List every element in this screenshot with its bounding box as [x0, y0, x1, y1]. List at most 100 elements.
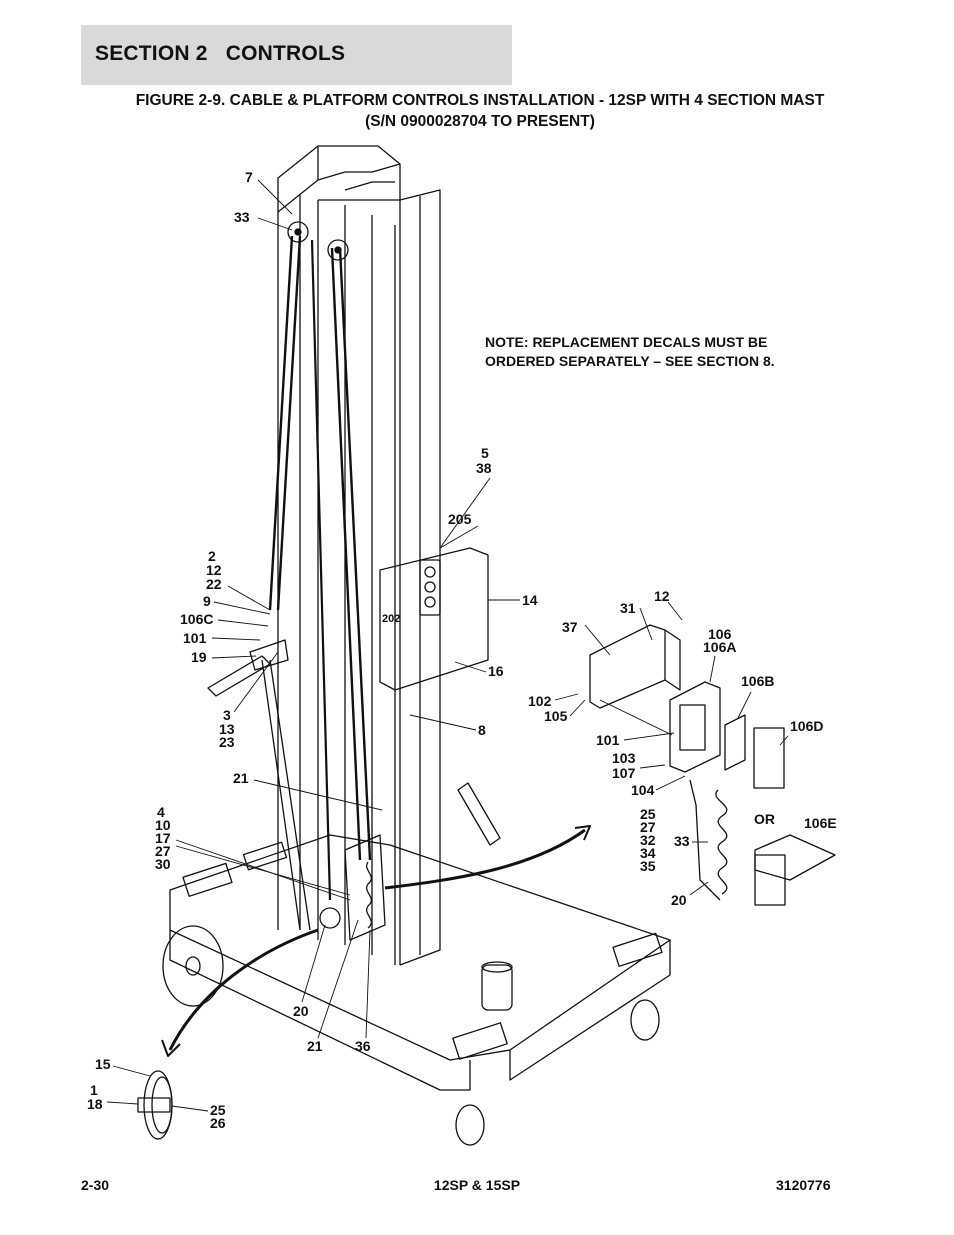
callout-12-detail: 12 — [654, 588, 670, 604]
callout-30: 30 — [155, 856, 171, 872]
outrigger-arm — [457, 782, 501, 846]
handle-bracket — [249, 639, 289, 671]
callout-102: 102 — [528, 693, 552, 709]
coil-cord-detail — [715, 789, 728, 895]
callout-20-detail: 20 — [671, 892, 687, 908]
control-button-1 — [424, 566, 436, 578]
plate-flange — [664, 629, 681, 691]
callout-35: 35 — [640, 858, 656, 874]
cable-right-b — [338, 247, 372, 861]
callout-33: 33 — [234, 209, 250, 225]
callout-34: 34 — [640, 845, 656, 861]
base-pad-left — [182, 862, 233, 897]
section-title: SECTION 2 CONTROLS — [95, 42, 346, 65]
figure-title-line2: (S/N 0900028704 TO PRESENT) — [365, 113, 595, 130]
callout-16: 16 — [488, 663, 504, 679]
base-pad-right — [612, 932, 663, 967]
pump-top — [481, 961, 513, 973]
callout-1: 1 — [90, 1082, 98, 1098]
callout-labels: 7 33 5 38 205 2 12 22 9 106C 101 19 3 13… — [87, 169, 837, 1131]
caster-front — [455, 1104, 485, 1146]
callout-103: 103 — [612, 750, 636, 766]
callout-107: 107 — [612, 765, 636, 781]
callout-20: 20 — [293, 1003, 309, 1019]
junction-box — [669, 681, 721, 773]
callout-8: 8 — [478, 722, 486, 738]
note-line2: ORDERED SEPARATELY – SEE SECTION 8. — [485, 353, 775, 369]
callout-27-detail: 27 — [640, 819, 656, 835]
base-pad-rear — [242, 841, 288, 871]
callout-21-lower: 21 — [307, 1038, 323, 1054]
footer-model: 12SP & 15SP — [433, 1177, 521, 1193]
callout-32: 32 — [640, 832, 656, 848]
cable-right-c — [310, 239, 332, 901]
callout-13: 13 — [219, 721, 235, 737]
decal-106e-base — [754, 854, 786, 906]
footer-page-number: 2-30 — [81, 1177, 110, 1193]
controls-box — [379, 547, 489, 691]
callout-36: 36 — [355, 1038, 371, 1054]
callout-12: 12 — [206, 562, 222, 578]
base-frame-front — [169, 930, 471, 1091]
mast-top-step-1 — [317, 163, 401, 181]
callout-19: 19 — [191, 649, 207, 665]
sheave-top-right — [327, 239, 349, 261]
cable-right-a — [330, 247, 362, 861]
callout-14: 14 — [522, 592, 538, 608]
sheave-top-left-hub — [294, 228, 302, 236]
leader-lines — [106, 179, 789, 1112]
arrow-to-sheave-detail — [168, 928, 319, 1051]
arrow-to-controls-detail — [384, 828, 586, 890]
callout-106b: 106B — [741, 673, 774, 689]
mast-top-cap — [318, 145, 401, 201]
detail-sheave-inner — [151, 1076, 173, 1134]
decal-106e — [754, 834, 836, 881]
arrow-head-right — [574, 825, 591, 841]
callout-15: 15 — [95, 1056, 111, 1072]
callout-105: 105 — [544, 708, 568, 724]
callout-104: 104 — [631, 782, 655, 798]
footer-doc-number: 3120776 — [776, 1177, 831, 1193]
callout-205: 205 — [448, 511, 472, 527]
callout-3: 3 — [223, 707, 231, 723]
detail-sheave-axle — [137, 1097, 171, 1113]
callout-106: 106 — [708, 626, 732, 642]
mast-and-base-drawing — [137, 145, 836, 1146]
base-pad-front — [452, 1022, 508, 1060]
arrow-head-left — [161, 1039, 181, 1057]
caster-right — [630, 999, 660, 1041]
note-line1: NOTE: REPLACEMENT DECALS MUST BE — [485, 334, 768, 350]
callout-101: 101 — [183, 630, 207, 646]
figure-title: FIGURE 2-9. CABLE & PLATFORM CONTROLS IN… — [80, 90, 880, 132]
control-button-2 — [424, 581, 436, 593]
cable-left-a — [268, 235, 294, 611]
callout-26: 26 — [210, 1115, 226, 1131]
callout-25: 25 — [210, 1102, 226, 1118]
base-frame-top — [169, 834, 671, 1061]
callout-106e: 106E — [804, 815, 837, 831]
callout-101-detail: 101 — [596, 732, 620, 748]
callout-37: 37 — [562, 619, 578, 635]
handle-strut-2 — [269, 659, 311, 931]
sheave-bottom — [319, 907, 341, 929]
callout-33-detail: 33 — [674, 833, 690, 849]
section-banner: SECTION 2 CONTROLS — [81, 25, 512, 85]
lower-bracket — [344, 834, 386, 941]
callout-27: 27 — [155, 843, 171, 859]
base-frame-right — [509, 940, 671, 1081]
callout-106d: 106D — [790, 718, 823, 734]
callout-2: 2 — [208, 548, 216, 564]
decal-106d — [753, 727, 785, 789]
callout-25-detail: 25 — [640, 806, 656, 822]
callout-202: 202 — [382, 613, 400, 625]
callout-18: 18 — [87, 1096, 103, 1112]
front-wheel — [162, 925, 224, 1007]
sheave-top-right-hub — [334, 246, 342, 254]
front-wheel-hub — [185, 956, 201, 976]
replacement-decals-note: NOTE: REPLACEMENT DECALS MUST BE ORDERED… — [485, 333, 775, 371]
callout-4: 4 — [157, 804, 165, 820]
cable-left-b — [276, 235, 302, 611]
cord-lead — [689, 779, 721, 901]
callout-106c: 106C — [180, 611, 213, 627]
